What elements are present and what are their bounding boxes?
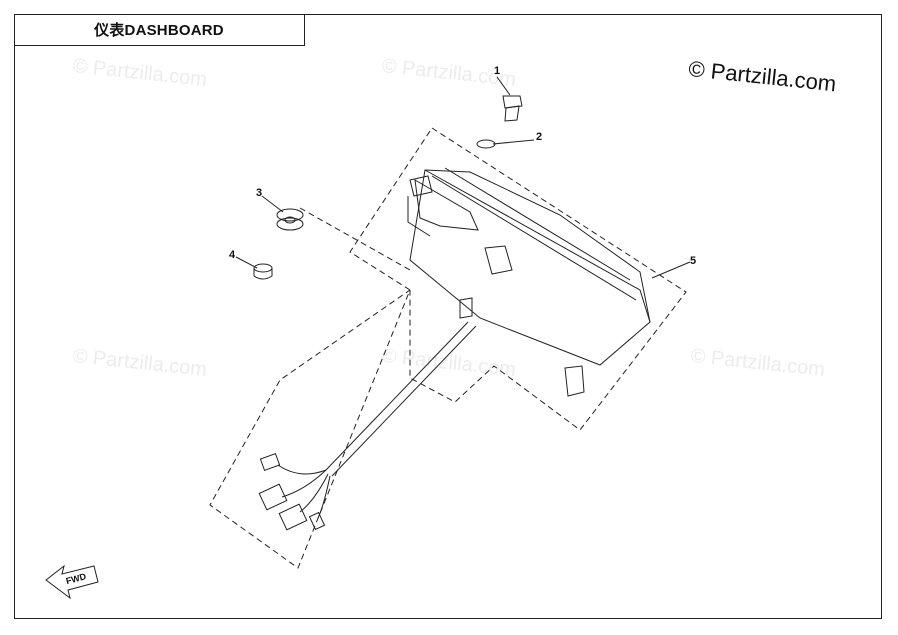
washer-part-2 — [476, 139, 496, 149]
connector — [278, 503, 308, 531]
callout-label: 5 — [690, 255, 696, 267]
callout-label: 1 — [494, 65, 500, 77]
grommet-part-3 — [276, 208, 304, 231]
callout-label: 2 — [536, 131, 542, 143]
wire-harness — [277, 321, 477, 519]
callout-label: 4 — [229, 249, 236, 261]
page-title: 仪表DASHBOARD — [14, 14, 305, 46]
connector — [258, 483, 288, 511]
fwd-arrow-icon — [45, 564, 99, 600]
fastener-boundary — [299, 207, 411, 271]
connector — [259, 452, 281, 472]
callout-label: 3 — [256, 187, 262, 199]
assembly-boundary — [209, 127, 687, 569]
connector — [308, 511, 326, 531]
collar-part-4 — [253, 263, 273, 280]
dashboard-instrument-part-5 — [407, 167, 651, 397]
fwd-label: FWD — [65, 571, 88, 586]
bolt-part-1 — [502, 95, 523, 122]
drawing-frame — [14, 14, 882, 619]
